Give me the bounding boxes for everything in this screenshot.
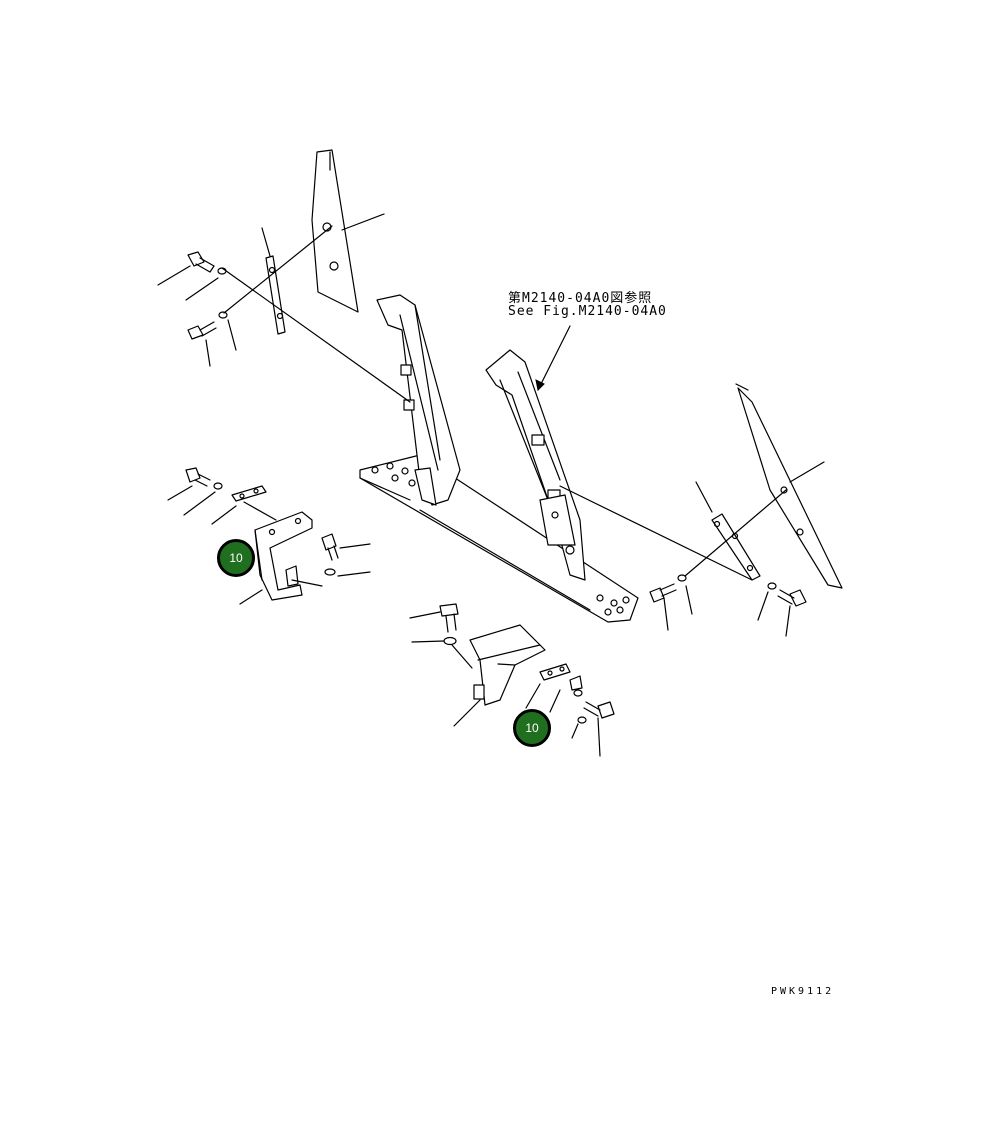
main-frame [359, 294, 639, 623]
upper-left-strip [261, 227, 286, 335]
reference-note-jp: 第M2140-04A0図参照 [508, 291, 653, 306]
callout-marker-left[interactable]: 10 [217, 539, 255, 577]
right-plate [559, 383, 843, 637]
reference-leader [537, 325, 571, 391]
callout-marker-center[interactable]: 10 [513, 709, 551, 747]
upper-left-fasteners [157, 225, 411, 403]
lower-left-bracket [167, 467, 371, 605]
drawing-id: PWK9112 [771, 986, 835, 997]
upper-left-plate [311, 149, 385, 313]
reference-note-en: See Fig.M2140-04A0 [508, 304, 667, 319]
lower-center-bracket [409, 603, 615, 757]
reference-arrowhead [535, 379, 545, 392]
